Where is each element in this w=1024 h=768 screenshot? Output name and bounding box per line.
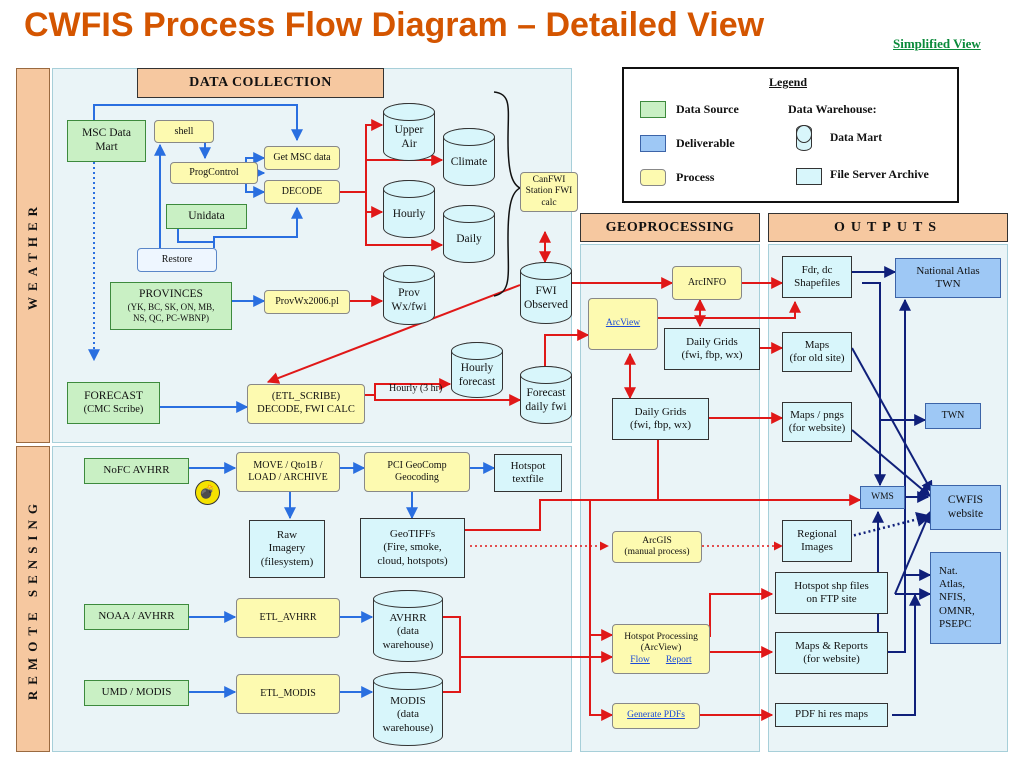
restore-process: Restore [137,248,217,272]
wms-deliverable: WMS [860,486,905,509]
legend-archive-label: File Server Archive [830,167,929,181]
arcgis-process: ArcGIS (manual process) [612,531,702,563]
daily-grids-archive-1: Daily Grids (fwi, fbp, wx) [664,328,760,370]
remote-sensing-side-label: REMOTE SENSING [16,446,50,752]
hotspot-processing-title: Hotspot Processing (ArcView) [624,631,698,654]
upper-air-data-mart: Upper Air [383,103,435,161]
raw-imagery-archive: Raw Imagery (filesystem) [249,520,325,578]
legend-data-mart-label: Data Mart [830,132,883,144]
fwi-observed-label: FWI Observed [523,285,569,311]
etl-modis-process: ETL_MODIS [236,674,340,714]
legend-archive-swatch [796,168,822,185]
hotspot-textfile-archive: Hotspot textfile [494,454,562,492]
provinces-list: (YK, BC, SK, ON, MB, NS, QC, PC-WBNP) [127,302,215,323]
forecast-sub: (CMC Scribe) [83,403,144,415]
legend-data-source-swatch [640,101,666,118]
legend-title: Legend [769,75,808,89]
modis-label: MODIS (data warehouse) [382,695,434,734]
weather-side-label: WEATHER [16,68,50,443]
national-atlas-twn-deliverable: National Atlas TWN [895,258,1001,298]
prov-wxfwi-label: Prov Wx/fwi [391,287,427,313]
fdr-dc-shapefiles: Fdr, dc Shapefiles [782,256,852,298]
legend-data-warehouse-label: Data Warehouse: [788,102,877,116]
daily-data-mart: Daily [443,205,495,263]
hourly-forecast-data-mart: Hourly forecast [451,342,503,398]
umd-modis-source: UMD / MODIS [84,680,189,706]
shell-process: shell [154,120,214,143]
legend: Legend Data Source Deliverable Process D… [622,67,959,203]
data-collection-header: DATA COLLECTION [137,68,384,98]
move-load-process: MOVE / Qto1B / LOAD / ARCHIVE [236,452,340,492]
forecast-daily-fwi-data-mart: Forecast daily fwi [520,366,572,424]
cwfis-website-deliverable: CWFIS website [930,485,1001,530]
twn-deliverable: TWN [925,403,981,429]
provinces-source: PROVINCES (YK, BC, SK, ON, MB, NS, QC, P… [110,282,232,330]
unidata-source: Unidata [166,204,247,229]
pci-geocomp-process: PCI GeoComp Geocoding [364,452,470,492]
daily-label: Daily [456,233,482,246]
bomb-icon: 💣 [195,480,220,505]
legend-data-source-label: Data Source [676,102,739,116]
forecast-title: FORECAST [84,389,143,402]
arcinfo-process: ArcINFO [672,266,742,300]
etl-avhrr-process: ETL_AVHRR [236,598,340,638]
generate-pdfs-process: Generate PDFs [612,703,700,729]
legend-process-label: Process [676,170,715,184]
provinces-title: PROVINCES [139,288,203,301]
legend-deliverable-label: Deliverable [676,136,735,150]
maps-reports-archive: Maps & Reports (for website) [775,632,888,674]
hourly-data-mart: Hourly [383,180,435,238]
maps-pngs-website: Maps / pngs (for website) [782,402,852,442]
forecast-source: FORECAST (CMC Scribe) [67,382,160,424]
climate-label: Climate [450,156,488,169]
hotspot-shp-archive: Hotspot shp files on FTP site [775,572,888,614]
simplified-view-link[interactable]: Simplified View [893,36,981,51]
canfwi-process: CanFWI Station FWI calc [520,172,578,212]
geoprocessing-header: GEOPROCESSING [580,213,760,242]
get-msc-data-process: Get MSC data [264,146,340,170]
hotspot-processing-links: Flow Report [630,655,691,666]
hourly-3hr-annotation: Hourly (3 hr) [389,383,443,394]
hourly-label: Hourly [392,208,426,221]
arcview-link[interactable]: ArcView [605,318,641,329]
etl-scribe-process: (ETL_SCRIBE) DECODE, FWI CALC [247,384,365,424]
nat-atlas-deliverable: Nat. Atlas, NFIS, OMNR, PSEPC [930,552,1001,644]
hotspot-processing-process: Hotspot Processing (ArcView) Flow Report [612,624,710,674]
flow-link[interactable]: Flow [630,654,650,665]
geotiffs-archive: GeoTIFFs (Fire, smoke, cloud, hotspots) [360,518,465,578]
legend-deliverable-swatch [640,135,666,152]
regional-images-archive: Regional Images [782,520,852,562]
msc-data-mart-source: MSC Data Mart [67,120,146,162]
climate-data-mart: Climate [443,128,495,186]
modis-data-warehouse: MODIS (data warehouse) [373,672,443,746]
arcview-process: ArcView [588,298,658,350]
outputs-header: OUTPUTS [768,213,1008,242]
fwi-observed-data-mart: FWI Observed [520,262,572,324]
forecast-daily-fwi-label: Forecast daily fwi [525,387,567,413]
noaa-avhrr-source: NOAA / AVHRR [84,604,189,630]
nofc-avhrr-source: NoFC AVHRR [84,458,189,484]
outputs-header-text: OUTPUTS [833,219,943,235]
maps-old-site: Maps (for old site) [782,332,852,372]
legend-process-swatch [640,169,666,186]
avhrr-label: AVHRR (data warehouse) [382,612,434,651]
upper-air-label: Upper Air [394,124,424,150]
daily-grids-archive-2: Daily Grids (fwi, fbp, wx) [612,398,709,440]
progcontrol-process: ProgControl [170,162,258,184]
hourly-forecast-label: Hourly forecast [458,362,496,388]
pdf-hires-archive: PDF hi res maps [775,703,888,727]
avhrr-data-warehouse: AVHRR (data warehouse) [373,590,443,662]
prov-wxfwi-data-mart: Prov Wx/fwi [383,265,435,325]
provwx2006-process: ProvWx2006.pl [264,290,350,314]
legend-data-mart-icon [796,125,812,151]
report-link[interactable]: Report [665,654,692,665]
page-title: CWFIS Process Flow Diagram – Detailed Vi… [24,6,765,44]
generate-pdfs-link[interactable]: Generate PDFs [627,710,685,721]
decode-process: DECODE [264,180,340,204]
